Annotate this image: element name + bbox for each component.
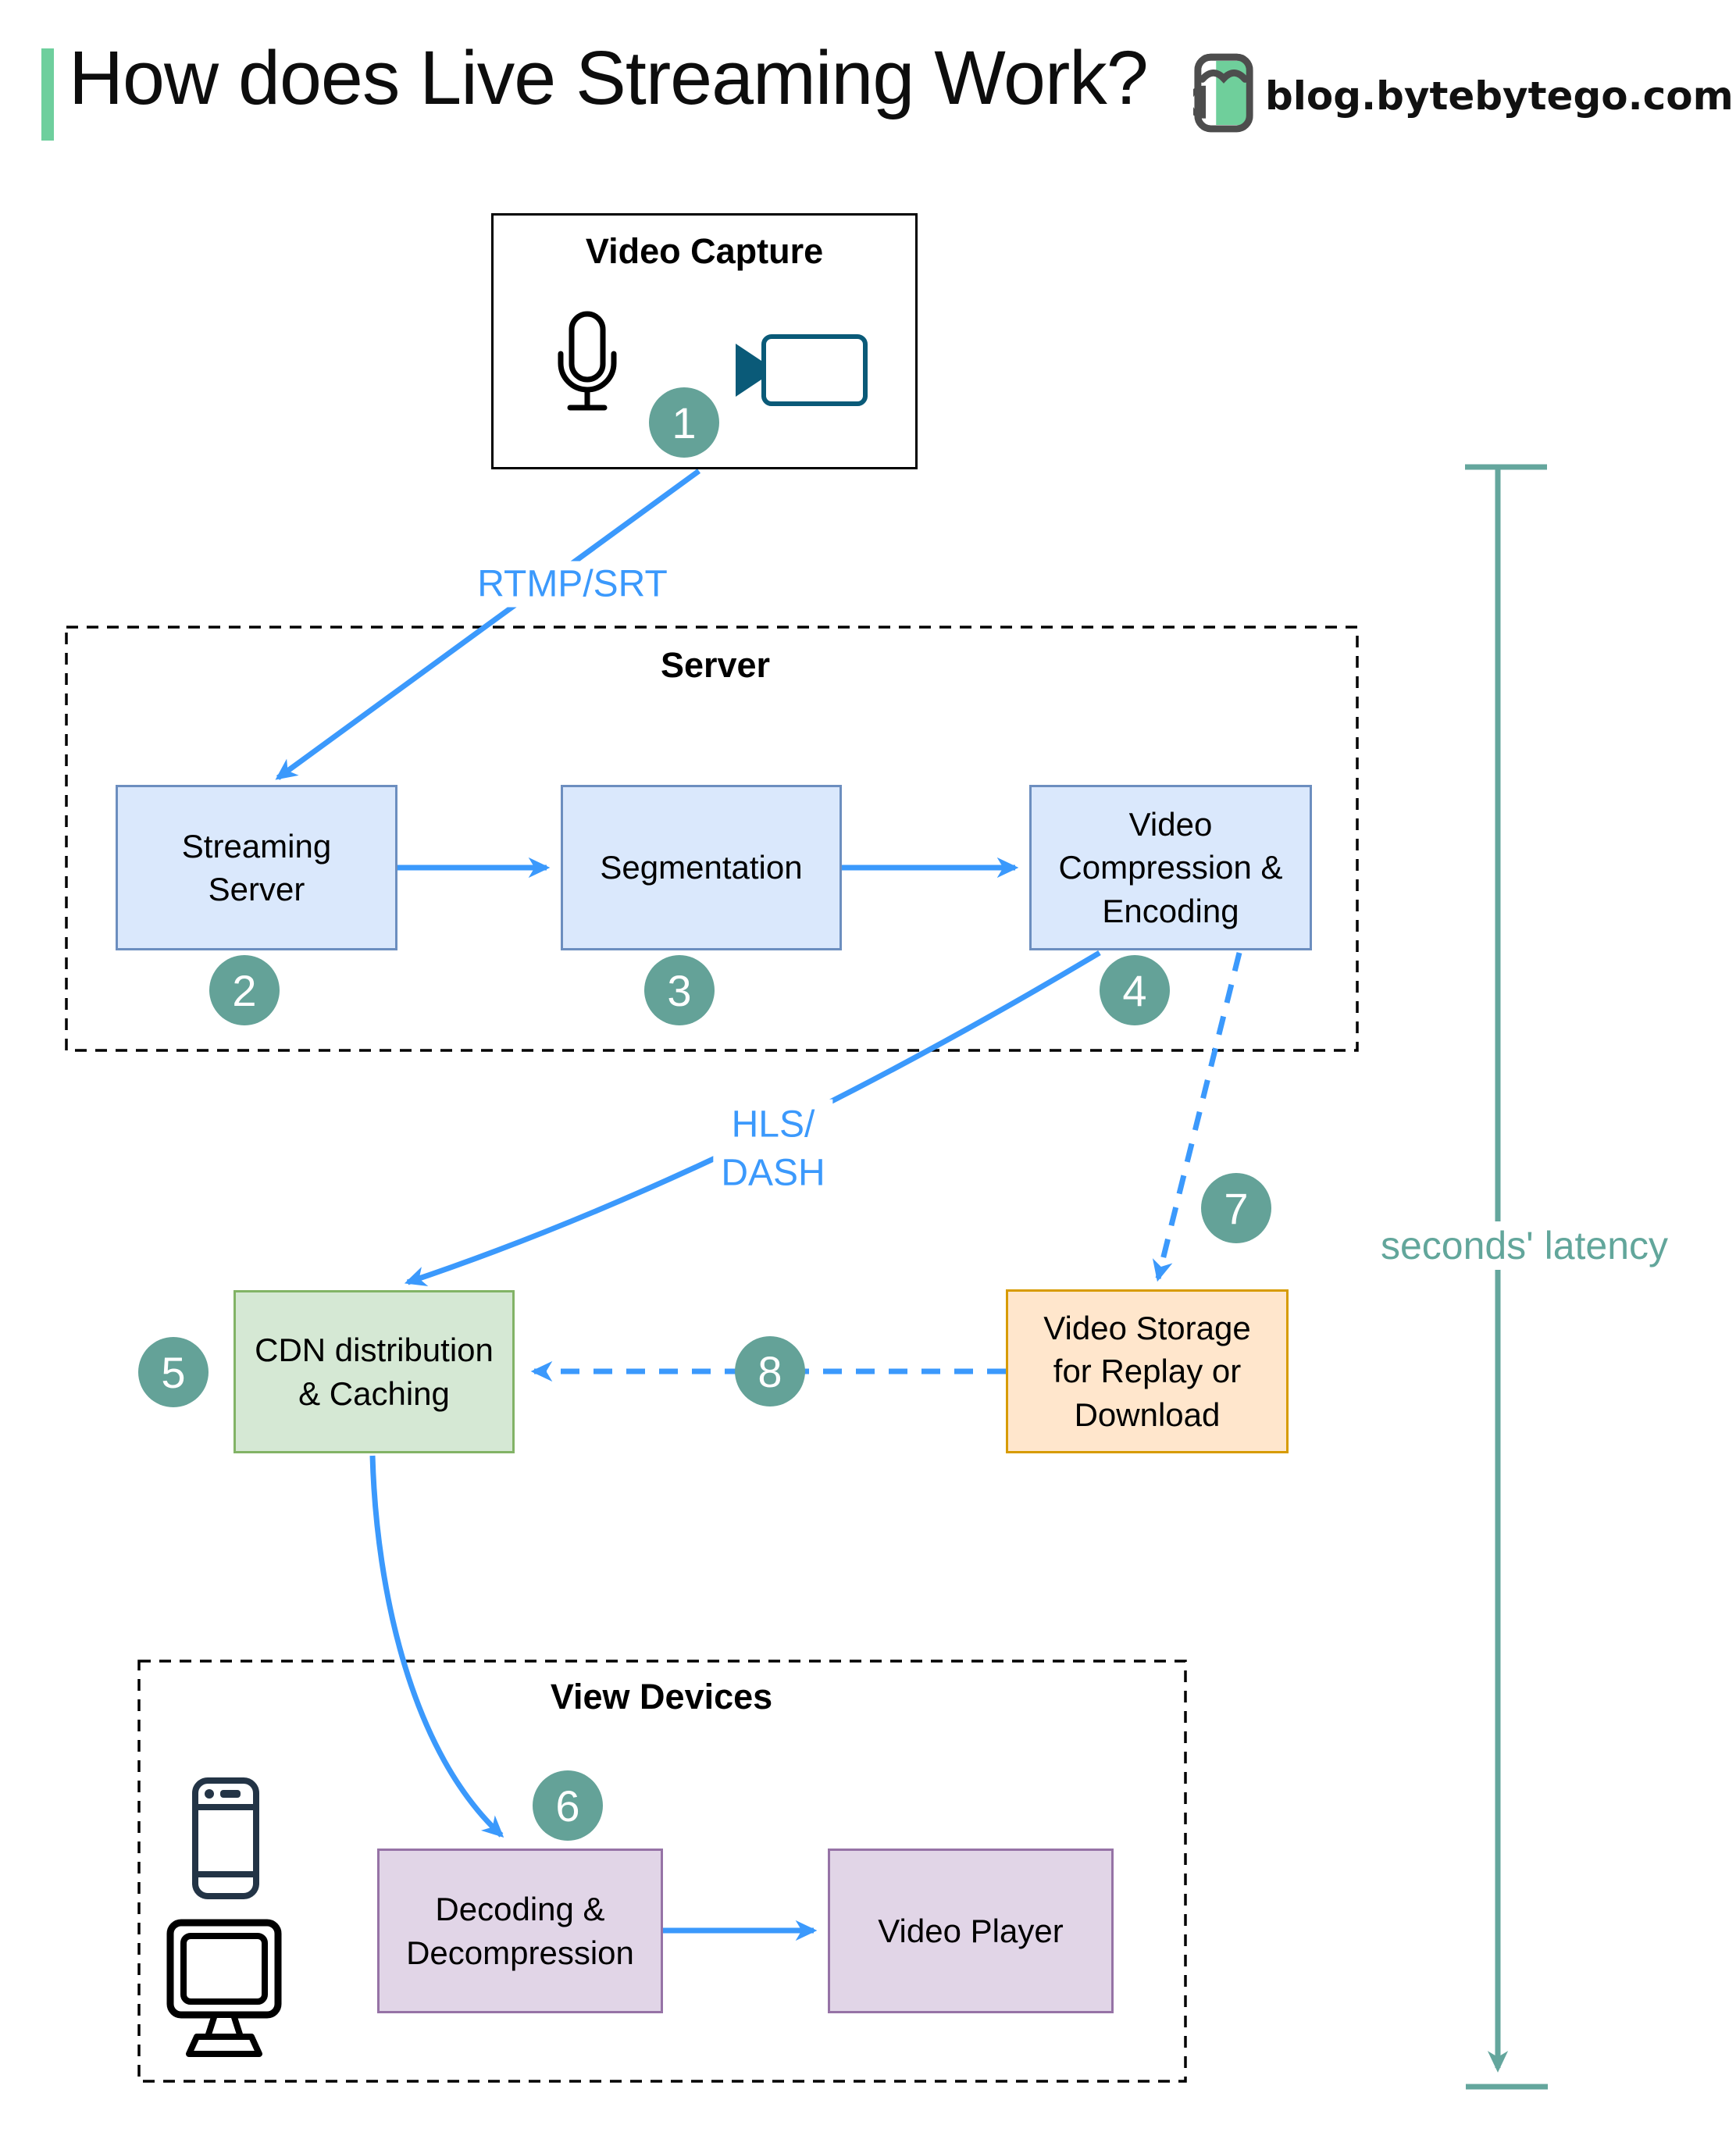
latency-label: seconds' latency bbox=[1369, 1221, 1680, 1270]
ingest-protocol-label: RTMP/SRT bbox=[469, 561, 676, 608]
step-number: 6 bbox=[555, 1781, 580, 1831]
video-camera-icon bbox=[736, 334, 868, 406]
step-badge-1: 1 bbox=[649, 387, 719, 458]
edge-compression-to-storage-dashed bbox=[1152, 952, 1242, 1282]
server-group-border bbox=[65, 626, 1359, 1052]
video-player-label: Video Player bbox=[878, 1912, 1064, 1949]
step-badge-3: 3 bbox=[644, 955, 715, 1025]
streaming-server-label: Streaming Server bbox=[181, 827, 332, 907]
view-devices-group-border bbox=[137, 1660, 1187, 2083]
smartphone-icon bbox=[192, 1777, 259, 1899]
video-storage-node: Video Storage for Replay or Download bbox=[1006, 1289, 1289, 1453]
step-badge-4: 4 bbox=[1100, 955, 1170, 1025]
step-badge-7: 7 bbox=[1201, 1173, 1271, 1243]
step-number: 2 bbox=[232, 965, 257, 1015]
monitor-icon bbox=[166, 1919, 282, 2057]
edge-capture-to-streaming bbox=[275, 469, 701, 780]
decoding-label: Decoding & Decompression bbox=[406, 1891, 634, 1971]
segmentation-label: Segmentation bbox=[600, 849, 803, 886]
step-number: 1 bbox=[672, 398, 697, 447]
cdn-label: CDN distribution & Caching bbox=[255, 1332, 494, 1412]
step-badge-5: 5 bbox=[138, 1337, 209, 1407]
step-number: 3 bbox=[667, 965, 692, 1015]
title-accent-bar bbox=[41, 48, 54, 141]
streaming-server-node: Streaming Server bbox=[116, 785, 397, 950]
step-number: 7 bbox=[1224, 1183, 1249, 1233]
microphone-icon bbox=[558, 311, 617, 411]
decoding-node: Decoding & Decompression bbox=[377, 1849, 663, 2013]
step-number: 5 bbox=[161, 1347, 186, 1397]
cdn-node: CDN distribution & Caching bbox=[233, 1290, 515, 1453]
video-compression-node: Video Compression & Encoding bbox=[1029, 785, 1312, 950]
bytebytego-logo-icon bbox=[1193, 53, 1253, 133]
video-player-node: Video Player bbox=[828, 1849, 1114, 2013]
step-badge-2: 2 bbox=[209, 955, 280, 1025]
segmentation-node: Segmentation bbox=[561, 785, 842, 950]
video-compression-label: Video Compression & Encoding bbox=[1058, 805, 1283, 929]
step-badge-6: 6 bbox=[533, 1770, 603, 1841]
server-group-label: Server bbox=[660, 645, 771, 685]
video-storage-label: Video Storage for Replay or Download bbox=[1043, 1309, 1251, 1433]
step-badge-8: 8 bbox=[735, 1336, 805, 1406]
delivery-protocol-label: HLS/ DASH bbox=[713, 1099, 833, 1200]
edge-cdn-to-decoding bbox=[369, 1455, 504, 1838]
step-number: 8 bbox=[757, 1346, 782, 1396]
page-title: How does Live Streaming Work? bbox=[69, 35, 1149, 120]
brand-url: blog.bytebytego.com bbox=[1265, 73, 1734, 119]
step-number: 4 bbox=[1122, 965, 1147, 1015]
video-capture-title: Video Capture bbox=[585, 231, 824, 271]
view-devices-group-label: View Devices bbox=[550, 1677, 773, 1717]
